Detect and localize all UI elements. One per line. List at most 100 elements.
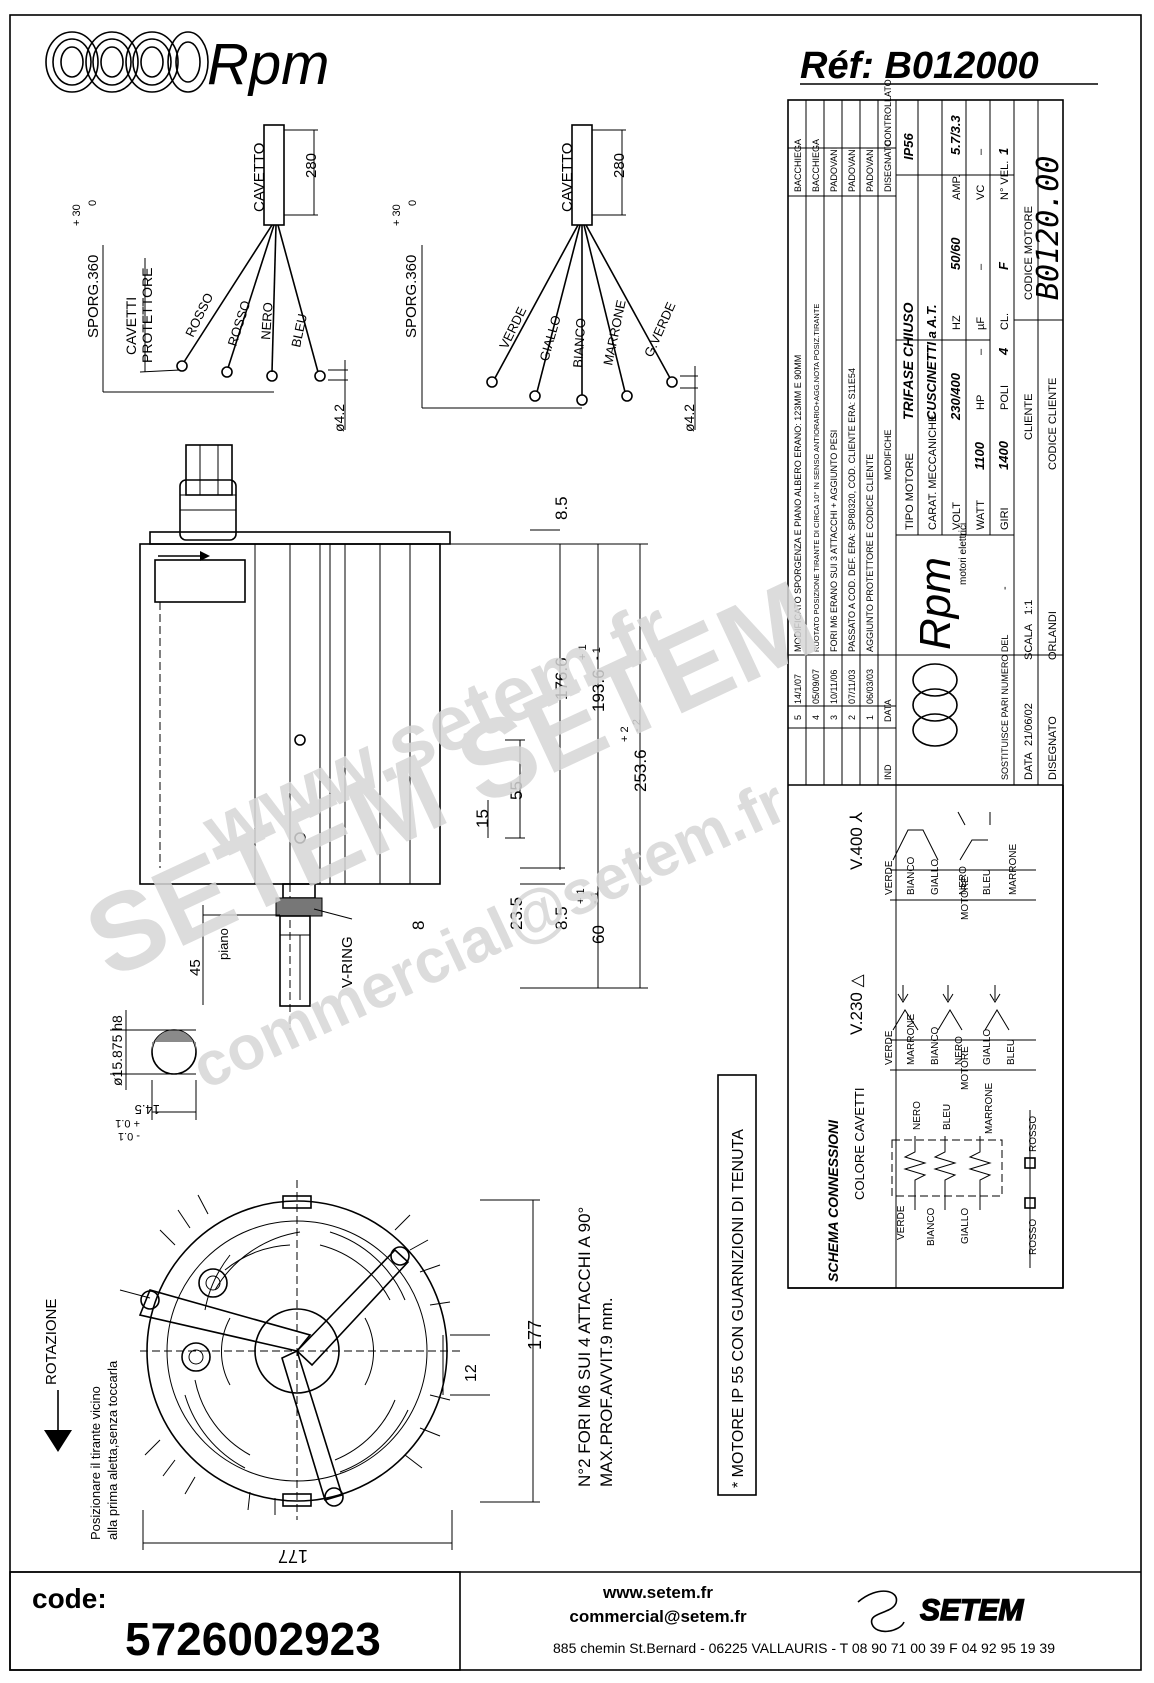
rev-ind: 5 (793, 715, 803, 720)
dim-60: 60 (589, 925, 608, 944)
setem-logo-text: SETEM (920, 1594, 1024, 1627)
nut-icon (140, 1290, 160, 1310)
setem-logo: SETEM (857, 1590, 1025, 1633)
arrow-down-icon (44, 1430, 72, 1452)
arrow-down-icon (942, 985, 954, 1003)
codice-motore: B0120.00 (1031, 156, 1066, 301)
volt-label: VOLT (951, 502, 963, 530)
cliente-label: CLIENTE (1023, 394, 1035, 440)
disegnato-label: DISEGNATO (1047, 716, 1059, 780)
terminal-icon (266, 370, 278, 382)
terminal-icon (666, 376, 678, 388)
dim-253-6: 253.6 (631, 749, 650, 792)
winding-coil (968, 1145, 992, 1192)
v230-label: V.230 △ (847, 973, 866, 1035)
v230-wire: GIALLO (982, 1029, 993, 1065)
dim-12: 12 (463, 1364, 480, 1382)
terminal-icon (576, 394, 588, 406)
dim-177-vertical: 177 (525, 1320, 545, 1350)
wire-nero: NERO (258, 302, 276, 341)
key-width: 14.5 (135, 1102, 160, 1117)
vel-value: 1 (996, 148, 1011, 155)
rev-drawn: PADOVANI (865, 147, 875, 192)
winding-bottom: VERDE (896, 1205, 907, 1240)
dim-55: 55 (507, 781, 526, 800)
terminal-icon (221, 366, 233, 378)
thermal-protector-icon (1024, 1197, 1036, 1209)
protector-label-2: PROTETTORE (139, 268, 155, 363)
code-label: code: (32, 1583, 107, 1614)
rev-ind: 3 (829, 715, 839, 720)
disegnato-value: ORLANDI (1047, 611, 1059, 660)
rpm-logo-text: Rpm (207, 32, 329, 97)
terminal-dia: ø4.2 (331, 404, 347, 432)
rev-date: 10/11/06 (829, 670, 839, 704)
rotation-label: ROTAZIONE (43, 1299, 60, 1385)
protector-wire: ROSSO (1028, 1219, 1039, 1255)
data-value: 21/06/02 (1023, 703, 1035, 746)
vc-label: VC (975, 185, 987, 200)
wire-giallo: GIALLO (536, 314, 563, 363)
thermal-protector-icon (1024, 1157, 1036, 1169)
v400-wire: BLEU (982, 869, 993, 895)
hz-label: HZ (951, 315, 963, 330)
sheet-border (9, 14, 1142, 1671)
leads-left: CAVETTO 280 SPORG.360 + 30 0 CAVETTI PRO… (71, 124, 348, 432)
rev-text: MODIFICATO SPORGENZA E PIANO ALBERO ERAN… (793, 355, 803, 652)
dim-8-5-top: 8.5 (552, 496, 571, 520)
rev-drawn: BACCHIEGA (811, 139, 821, 192)
arrow-icon (200, 551, 210, 561)
rev-date: 05/09/07 (811, 669, 821, 704)
poli-label: POLI (999, 385, 1011, 410)
shaft-dia: ø15.875 h8 (109, 1015, 125, 1086)
v230-wire: VERDE (884, 1030, 895, 1065)
v400-wire: GIALLO (930, 859, 941, 895)
v400-wire: BIANCO (906, 856, 917, 895)
side-view: 45 piano V-RING 8.5 176.6 193.6 + 1 - 1 … (109, 444, 650, 1142)
data-label: DATA (1023, 752, 1035, 780)
arrow-down-icon (897, 985, 909, 1003)
wire-rosso-2: ROSSO (225, 299, 254, 348)
tol-zero: 0 (407, 200, 419, 206)
wire-bleu: BLEU (288, 312, 310, 348)
dim-193-6: 193.6 (589, 669, 608, 712)
dim-60-tol-minus: - 1 (589, 891, 601, 904)
footer-address: 885 chemin St.Bernard - 06225 VALLAURIS … (553, 1640, 1055, 1656)
protector-wire: ROSSO (1028, 1116, 1039, 1152)
shaft (279, 915, 311, 1007)
holes-note-2: MAX.PROF.AVVIT.9 mm. (597, 1297, 616, 1487)
cl-label: CL. (999, 313, 1011, 330)
hp-label: HP (975, 395, 987, 410)
winding-top: BLEU (942, 1104, 953, 1130)
cable-label: CAVETTO (251, 143, 268, 212)
rod-note-2: alla prima aletta,senza toccarla (105, 1360, 120, 1540)
v400-wire: NERO (958, 866, 969, 895)
terminal-dia: ø4.2 (681, 404, 697, 432)
protrusion-label: SPORG.360 (403, 255, 420, 338)
dim-177-horizontal: 177 (278, 1546, 308, 1566)
rod-note-1: Posizionare il tirante vicino (88, 1386, 103, 1540)
title-block: IND DATA MODIFICHE DISEGNATO CONTROLLATO… (787, 79, 1066, 1289)
carat-value: CUSCINETTI a A.T. (924, 304, 939, 420)
ip-rating: IP56 (901, 132, 916, 160)
v400-motore: MOTORE (960, 876, 971, 920)
terminal-icon (486, 376, 498, 388)
cooling-fins (144, 1194, 451, 1515)
rev-text: AGGIUNTO PROTETTORE E CODICE CLIENTE (865, 454, 875, 652)
scala-label: SCALA (1023, 623, 1035, 660)
winding-coil (933, 1145, 957, 1192)
wire-g-verde: G.VERDE (641, 299, 679, 359)
hz-value: 50/60 (948, 237, 963, 270)
nut-icon (181, 1342, 211, 1372)
rating-plate (154, 559, 246, 603)
rev-drawn: PADOVANI (847, 147, 857, 192)
bolt-icon (294, 734, 306, 746)
tipo-motore: TRIFASE CHIUSO (900, 302, 916, 420)
dim-23-5: 23.5 (507, 897, 526, 930)
amp-value: 5.7/3.3 (948, 114, 963, 155)
key-tol-plus: + 0.1 (115, 1117, 140, 1129)
dim-8-5-bottom: 8.5 (552, 906, 571, 930)
rev-header-disegnato: DISEGNATO (883, 140, 893, 192)
title-logo-sub: motori elettrici (958, 523, 969, 585)
wire-rosso-1: ROSSO (182, 291, 216, 340)
